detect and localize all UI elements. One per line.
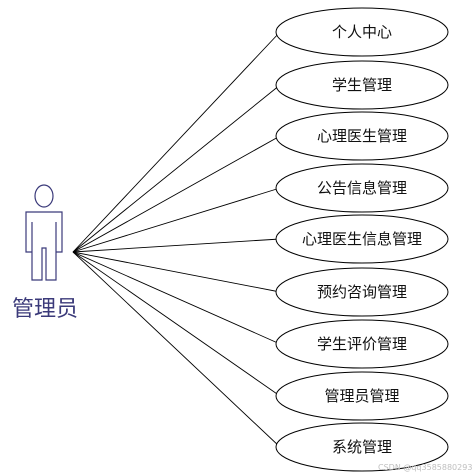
use-case-ellipse [275,111,449,161]
use-case-label: 学生管理 [332,76,392,94]
actor-head [34,184,54,208]
use-case-label: 心理医生管理 [317,127,407,145]
use-case-ellipse [275,214,449,264]
use-case-label: 系统管理 [332,438,392,456]
association-lines [72,31,281,448]
actor-figure [25,184,63,281]
association-line [72,238,281,253]
use-case-label: 公告信息管理 [317,179,407,197]
use-case: 管理员管理 [275,371,449,421]
actor-body [25,211,63,281]
association-line [72,251,281,345]
use-case-ellipse [275,422,449,472]
association-line [72,84,281,253]
use-case-ellipse [275,7,449,57]
use-case-label: 管理员管理 [324,387,399,405]
use-case-ellipse [275,163,449,213]
use-case-label: 个人中心 [332,23,392,41]
watermark: CSDN @qq3585880293 [378,463,472,472]
use-case: 公告信息管理 [275,163,449,213]
use-case: 个人中心 [275,7,449,57]
use-case-label: 心理医生信息管理 [302,230,422,248]
actor-label: 管理员 [12,297,78,322]
use-case-label: 学生评价管理 [317,335,407,353]
use-case: 预约咨询管理 [275,267,449,317]
association-line [72,187,281,253]
use-case-ellipse [275,60,449,110]
use-case: 心理医生信息管理 [275,214,449,264]
use-case-ellipse [275,371,449,421]
use-case: 系统管理 [275,422,449,472]
association-line [72,31,281,253]
use-case-label: 预约咨询管理 [317,283,407,301]
use-case: 学生管理 [275,60,449,110]
use-case-ellipse [275,319,449,369]
association-line [72,251,281,448]
use-case-ellipse [275,267,449,317]
association-line [72,135,281,253]
use-case: 学生评价管理 [275,319,449,369]
association-line [72,251,281,397]
use-case: 心理医生管理 [275,111,449,161]
association-line [72,251,281,293]
use-case-list: 个人中心学生管理心理医生管理公告信息管理心理医生信息管理预约咨询管理学生评价管理… [275,7,449,472]
